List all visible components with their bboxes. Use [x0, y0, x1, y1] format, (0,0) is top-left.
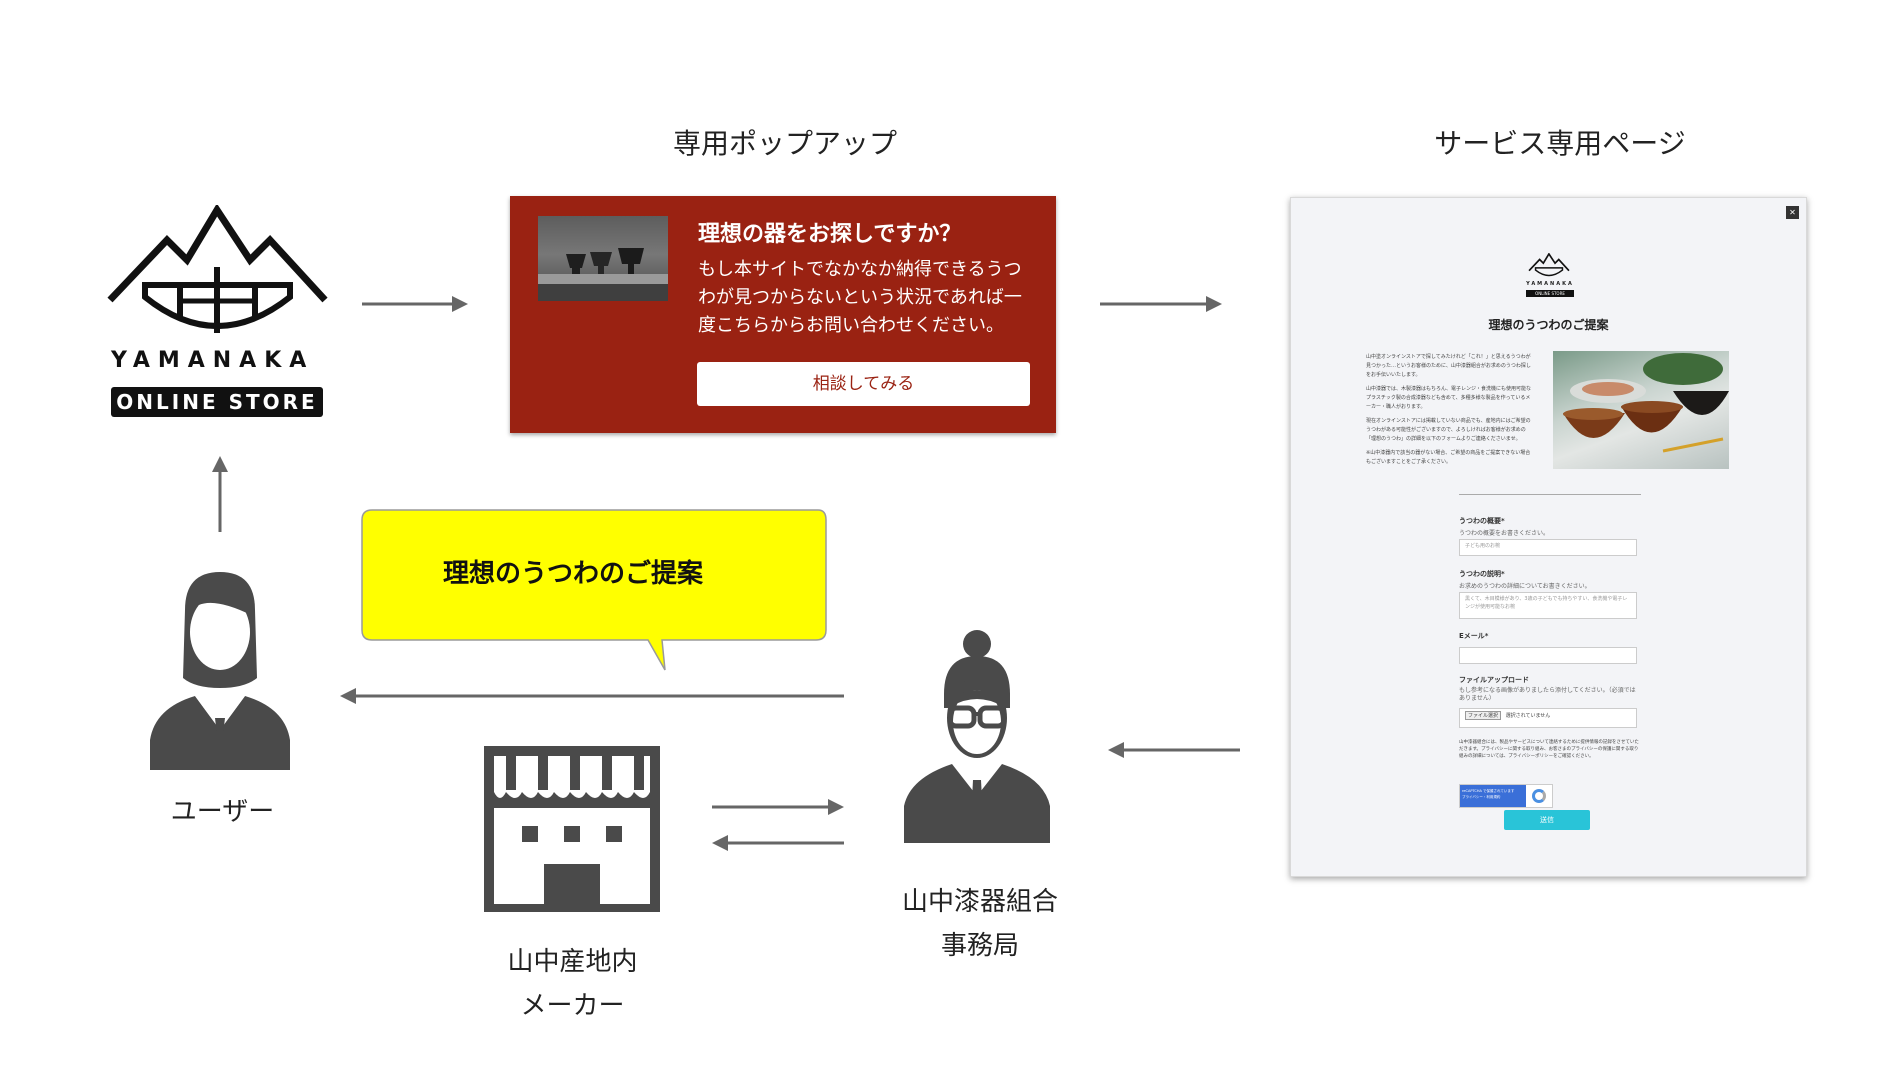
- file-upload-field: ファイル選択 選択されていません: [1459, 708, 1637, 728]
- tableware-photo: [538, 216, 668, 301]
- speech-bubble-callout: [361, 509, 827, 671]
- email-input[interactable]: [1459, 647, 1637, 664]
- share-icon: ✕: [1786, 206, 1799, 219]
- recaptcha-subtext: プライバシー・利用規約: [1462, 795, 1501, 799]
- field-description-help: お求めのうつわの詳細についてお書きください。: [1459, 583, 1591, 590]
- maker-label-line2: メーカー: [520, 991, 625, 1021]
- description-textarea[interactable]: 黒くて、木目模様があり、3歳の子どもでも持ちやすい、食洗機や電子レンジが使用可能…: [1459, 592, 1637, 619]
- mini-mountain-logo-icon: [1528, 253, 1570, 277]
- submit-button[interactable]: 送信: [1504, 810, 1590, 830]
- tableware-photo: [1553, 351, 1729, 469]
- file-status: 選択されていません: [1505, 713, 1551, 719]
- service-page-heading: サービス専用ページ: [1434, 127, 1686, 160]
- privacy-note: 山中漆器組合には、製品やサービスについて連絡するために提供情報の記録をさせていた…: [1459, 740, 1639, 759]
- arrow-left-icon: [1108, 742, 1240, 758]
- field-summary-label: うつわの概要*: [1459, 517, 1505, 525]
- field-description-label: うつわの説明*: [1459, 570, 1505, 578]
- intro-paragraph: ※山中漆器内で該当の器がない場合、ご希望の商品をご提案できない場合もございますこ…: [1366, 450, 1531, 465]
- divider: [1459, 494, 1641, 495]
- popup-body: もし本サイトでなかなか納得できるうつわが見つからないという状況であれば一度こちら…: [698, 259, 1022, 336]
- logo-wordmark: YAMANAKA: [111, 348, 315, 373]
- recaptcha-icon: [1532, 789, 1546, 803]
- recaptcha-widget[interactable]: reCAPTCHA で保護されています プライバシー・利用規約: [1459, 784, 1553, 808]
- popup-title: 理想の器をお探しですか？: [698, 222, 962, 247]
- office-staff-icon: [904, 630, 1050, 843]
- arrow-left-icon: [340, 688, 844, 704]
- popup-heading: 専用ポップアップ: [672, 127, 897, 160]
- mini-logo-badge: ONLINE STORE: [1526, 290, 1574, 297]
- two-way-arrows-icon: [712, 799, 844, 851]
- maker-label-line1: 山中産地内: [507, 947, 638, 977]
- summary-input[interactable]: 子ども用のお椀: [1459, 539, 1637, 556]
- office-label: 山中漆器組合 事務局: [870, 880, 1090, 968]
- field-upload-label: ファイルアップロード: [1459, 676, 1529, 684]
- user-label: ユーザー: [170, 797, 275, 827]
- intro-paragraph: 山中漆器では、木製漆器はもちろん、電子レンジ・食洗機にも使用可能なプラスチック製…: [1366, 386, 1532, 410]
- service-page-mockup: ✕ YAMANAKA ONLINE STORE 理想のうつわのご提案 山中塗オン…: [1290, 197, 1807, 877]
- intro-paragraph: 現在オンラインストアには掲載していない商品でも、産地内にはご希望のうつわがある可…: [1366, 418, 1531, 442]
- logo-badge: ONLINE STORE: [111, 387, 323, 417]
- shop-building-icon: [484, 746, 660, 912]
- service-intro: 山中塗オンラインストアで探してみたけれど「これ！」と思えるうつわが見つかった…と…: [1366, 353, 1531, 467]
- yamanaka-logo: YAMANAKA ONLINE STORE: [105, 203, 330, 417]
- recaptcha-text: reCAPTCHA で保護されています: [1462, 789, 1515, 793]
- recaptcha-label: reCAPTCHA で保護されています プライバシー・利用規約: [1460, 785, 1526, 807]
- field-summary-help: うつわの概要をお書きください。: [1459, 530, 1550, 537]
- service-page-title: 理想のうつわのご提案: [1488, 318, 1609, 332]
- office-label-line2: 事務局: [940, 931, 1019, 961]
- arrow-right-icon: [1100, 296, 1222, 312]
- mini-logo-wordmark: YAMANAKA: [1526, 281, 1574, 287]
- consult-button[interactable]: 相談してみる: [697, 362, 1030, 406]
- arrow-right-icon: [362, 296, 468, 312]
- office-label-line1: 山中漆器組合: [901, 887, 1058, 917]
- bowls-image-icon: [1563, 353, 1729, 453]
- callout-text: 理想のうつわのご提案: [443, 559, 704, 589]
- maker-label: 山中産地内 メーカー: [470, 940, 675, 1028]
- cups-image-icon: [538, 248, 668, 301]
- field-upload-help: もし参考になる画像がありましたら添付してください。（必須ではありません）: [1459, 687, 1636, 702]
- field-email-label: Eメール*: [1459, 632, 1489, 640]
- mountain-logo-icon: [107, 203, 328, 333]
- intro-paragraph: 山中塗オンラインストアで探してみたけれど「これ！」と思えるうつわが見つかった…と…: [1366, 354, 1531, 378]
- dedicated-popup: 理想の器をお探しですか？ もし本サイトでなかなか納得できるうつわが見つからないと…: [510, 196, 1056, 433]
- arrow-up-icon: [212, 456, 228, 532]
- file-select-button[interactable]: ファイル選択: [1465, 711, 1502, 720]
- user-woman-icon: [150, 572, 290, 770]
